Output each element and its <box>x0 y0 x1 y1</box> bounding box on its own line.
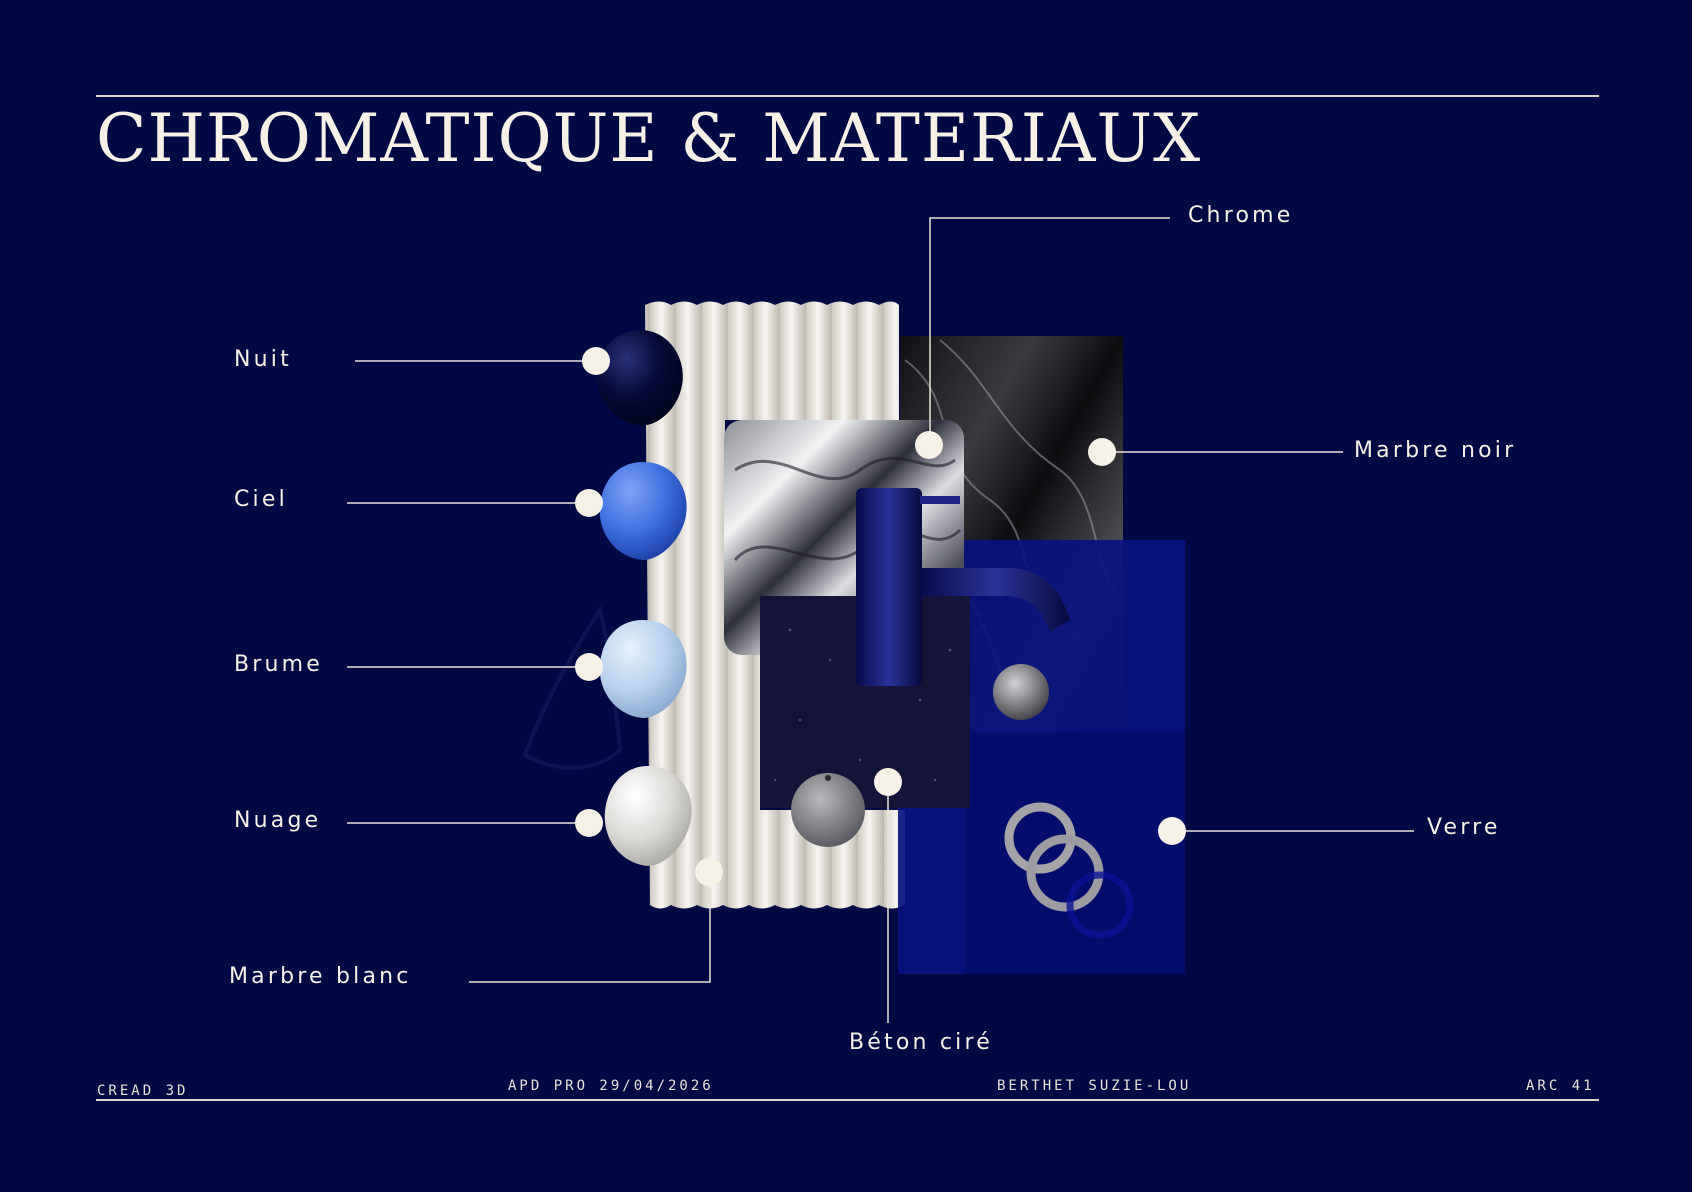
beton-cire-marker <box>874 768 902 796</box>
ciel-marker <box>575 489 603 517</box>
label-chrome: Chrome <box>1188 203 1294 228</box>
marbre-noir-marker <box>1088 438 1116 466</box>
nuit-swatch <box>596 330 683 426</box>
brume-marker <box>575 653 603 681</box>
nuage-swatch <box>604 766 692 866</box>
brume-swatch <box>599 620 687 718</box>
label-marbre-noir: Marbre noir <box>1354 438 1517 463</box>
top-rule <box>96 95 1599 97</box>
label-ciel: Ciel <box>234 487 288 512</box>
label-brume: Brume <box>234 652 324 677</box>
markers <box>575 347 1186 886</box>
footer-author: BERTHET SUZIE-LOU <box>997 1078 1192 1094</box>
bottom-rule <box>96 1099 1599 1101</box>
nuage-marker <box>575 809 603 837</box>
page-title: CHROMATIQUE & MATERIAUX <box>96 100 1202 177</box>
label-nuage: Nuage <box>234 808 322 833</box>
footer-right: ARC 41 <box>1526 1078 1595 1094</box>
label-marbre-blanc: Marbre blanc <box>229 964 412 989</box>
ciel-swatch <box>599 462 687 560</box>
tap-object <box>856 488 1070 686</box>
verre-marker <box>1158 817 1186 845</box>
marbre-blanc-marker <box>695 858 723 886</box>
marbre-blanc-sample <box>645 301 905 909</box>
nuit-marker <box>582 347 610 375</box>
label-verre: Verre <box>1427 815 1501 840</box>
footer-date: APD PRO 29/04/2026 <box>508 1078 714 1094</box>
footer-left: CREAD 3D <box>97 1083 189 1099</box>
leader-lines <box>347 217 1414 1023</box>
label-beton-cire: Béton ciré <box>849 1030 993 1055</box>
chrome-marker <box>915 431 943 459</box>
label-nuit: Nuit <box>234 347 292 372</box>
